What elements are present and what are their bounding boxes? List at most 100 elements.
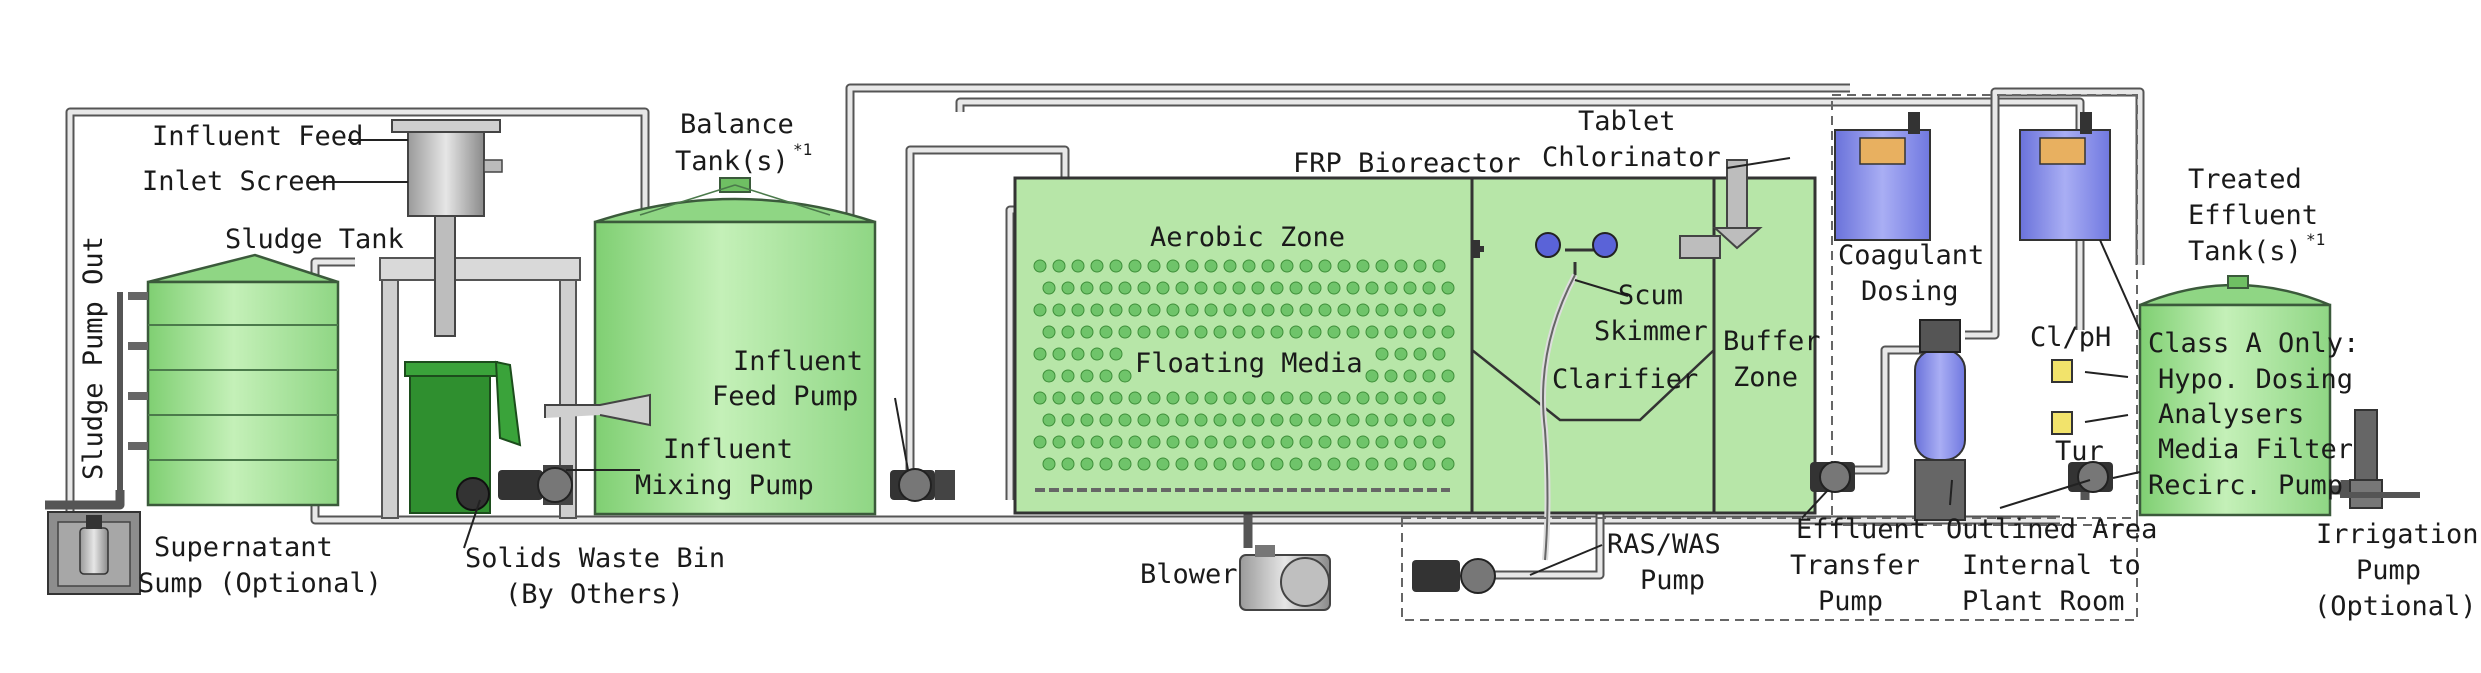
media-dot (1147, 435, 1161, 449)
media-dot (1413, 391, 1427, 405)
media-dot (1337, 303, 1351, 317)
label-ras-was-pump-1: RAS/WAS (1607, 529, 1721, 560)
media-dot (1261, 259, 1275, 273)
media-dot (1033, 347, 1047, 361)
influent-feed-pump (890, 468, 955, 502)
media-dot (1251, 413, 1265, 427)
media-dot (1270, 457, 1284, 471)
irrigation-pump (2340, 409, 2420, 509)
label-influent-feed-pump-1: Influent (733, 346, 863, 377)
media-dot (1413, 435, 1427, 449)
label-outlined-area-1: Outlined Area (1946, 514, 2157, 545)
media-dot (1052, 259, 1066, 273)
media-dot (1251, 457, 1265, 471)
media-dot (1318, 259, 1332, 273)
media-dot (1090, 391, 1104, 405)
media-dot (1204, 259, 1218, 273)
second-dosing-unit (2019, 112, 2111, 241)
media-dot (1042, 325, 1056, 339)
media-dot (1384, 369, 1398, 383)
media-dot (1299, 303, 1313, 317)
label-cl-ph: Cl/pH (2030, 322, 2111, 353)
media-dot (1137, 281, 1151, 295)
label-influent-feed: Influent Feed (152, 121, 363, 152)
media-dot (1299, 259, 1313, 273)
media-dot (1061, 413, 1075, 427)
media-dot (1242, 259, 1256, 273)
label-buffer-zone-1: Buffer (1723, 326, 1821, 357)
media-dot (1204, 391, 1218, 405)
labels: Sludge Pump Out Influent Feed Inlet Scre… (78, 106, 2479, 622)
media-dot (1071, 435, 1085, 449)
media-dot (1090, 347, 1104, 361)
media-dot (1194, 281, 1208, 295)
media-dot (1128, 259, 1142, 273)
media-dot (1090, 435, 1104, 449)
label-tur: Tur (2055, 436, 2104, 467)
media-dot (1270, 325, 1284, 339)
plant-room-outline-right (1831, 94, 2138, 526)
media-dot (1346, 281, 1360, 295)
media-dot (1346, 413, 1360, 427)
floating-media-dots (1033, 259, 1455, 471)
media-dot (1327, 325, 1341, 339)
media-dot (1346, 325, 1360, 339)
media-dot (1327, 457, 1341, 471)
media-dot (1109, 303, 1123, 317)
media-dot (1403, 369, 1417, 383)
media-dot (1156, 457, 1170, 471)
media-dot (1099, 413, 1113, 427)
media-dot (1441, 413, 1455, 427)
media-dot (1232, 281, 1246, 295)
media-dot (1042, 281, 1056, 295)
media-dot (1185, 259, 1199, 273)
media-dot (1308, 457, 1322, 471)
media-dot (1270, 281, 1284, 295)
media-dot (1261, 391, 1275, 405)
supernatant-sump (47, 511, 141, 595)
media-dot (1071, 259, 1085, 273)
media-dot (1422, 413, 1436, 427)
media-dot (1109, 391, 1123, 405)
media-dot (1052, 391, 1066, 405)
media-dot (1213, 281, 1227, 295)
media-dot (1080, 281, 1094, 295)
media-dot (1432, 391, 1446, 405)
media-dot (1365, 413, 1379, 427)
media-dot (1090, 303, 1104, 317)
label-inlet-screen: Inlet Screen (142, 166, 337, 197)
media-dot (1033, 259, 1047, 273)
label-scum-skimmer-2: Skimmer (1594, 316, 1708, 347)
media-dot (1270, 413, 1284, 427)
media-dot (1327, 413, 1341, 427)
media-dot (1071, 347, 1085, 361)
media-dot (1232, 325, 1246, 339)
media-dot (1403, 281, 1417, 295)
media-dot (1375, 347, 1389, 361)
label-outlined-area-2: Internal to (1962, 550, 2141, 581)
media-dot (1337, 259, 1351, 273)
media-dot (1365, 457, 1379, 471)
label-treated-effluent-3: Tank(s) (2188, 236, 2302, 267)
media-dot (1232, 457, 1246, 471)
media-dot (1042, 369, 1056, 383)
media-dot (1118, 325, 1132, 339)
media-dot (1384, 325, 1398, 339)
media-dot (1166, 391, 1180, 405)
label-treated-effluent-note: *1 (2306, 230, 2325, 249)
media-dot (1033, 435, 1047, 449)
label-outlined-area-3: Plant Room (1962, 586, 2125, 617)
media-dot (1223, 435, 1237, 449)
media-dot (1175, 281, 1189, 295)
media-dot (1061, 281, 1075, 295)
media-dot (1099, 281, 1113, 295)
media-dot (1185, 435, 1199, 449)
media-dot (1413, 347, 1427, 361)
label-solids-waste-bin-1: Solids Waste Bin (465, 543, 725, 574)
media-dot (1318, 391, 1332, 405)
media-dot (1128, 391, 1142, 405)
label-sludge-tank: Sludge Tank (225, 224, 404, 255)
sludge-tank (117, 253, 340, 507)
media-dot (1242, 391, 1256, 405)
media-dot (1128, 435, 1142, 449)
